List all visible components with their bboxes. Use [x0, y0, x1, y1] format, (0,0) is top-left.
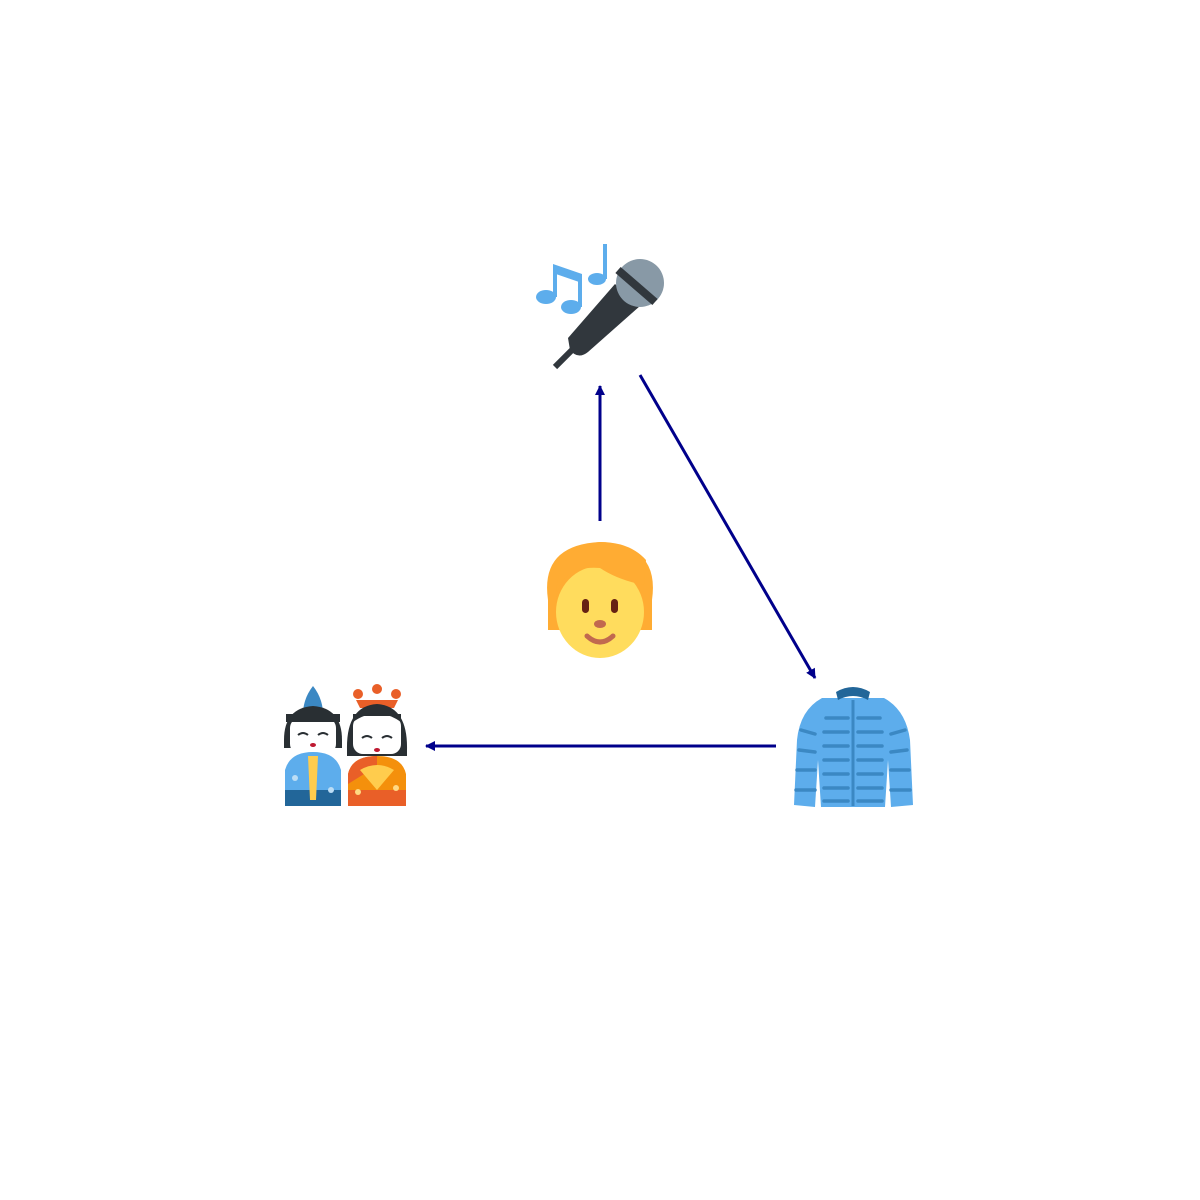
person-icon — [547, 542, 653, 658]
microphone-icon — [536, 244, 664, 370]
dolls-icon — [284, 684, 408, 806]
edge-microphone-to-coat — [638, 374, 817, 679]
coat-icon — [794, 687, 913, 807]
music-notes-icon — [536, 244, 607, 314]
